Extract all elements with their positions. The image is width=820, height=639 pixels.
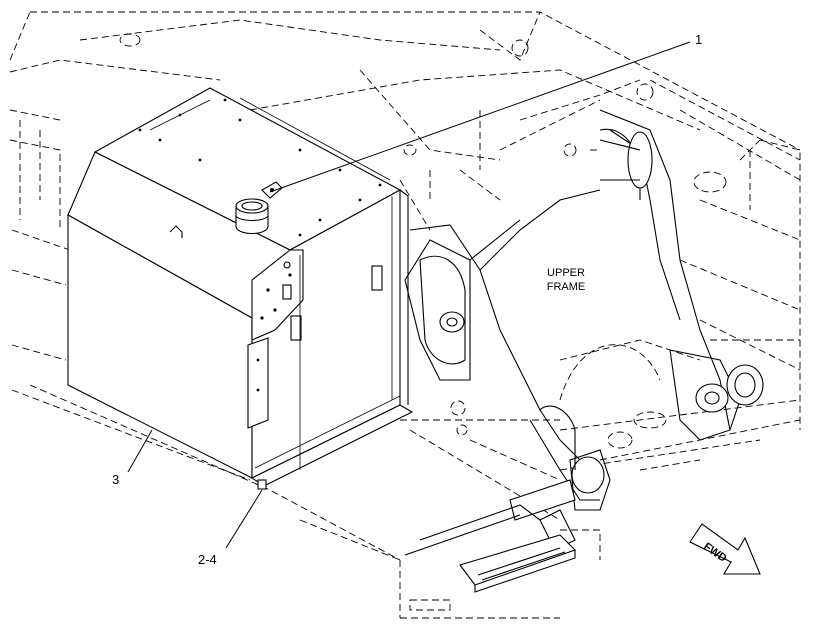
leader-lines — [127, 41, 691, 549]
drain-plug — [257, 479, 267, 490]
upper-frame-label-line1: UPPER — [547, 267, 585, 279]
upper-frame-label-line2: FRAME — [547, 281, 586, 293]
boom-mount-bracket — [404, 109, 764, 511]
hydraulic-tank — [67, 87, 414, 490]
filler-cap — [235, 181, 283, 235]
fwd-arrow-icon: FWD — [689, 523, 761, 575]
callout-1: 1 — [695, 32, 702, 47]
callout-2-4: 2-4 — [198, 552, 217, 567]
upper-frame-outline — [9, 11, 801, 619]
step-assembly — [404, 479, 577, 593]
callout-3: 3 — [112, 472, 119, 487]
